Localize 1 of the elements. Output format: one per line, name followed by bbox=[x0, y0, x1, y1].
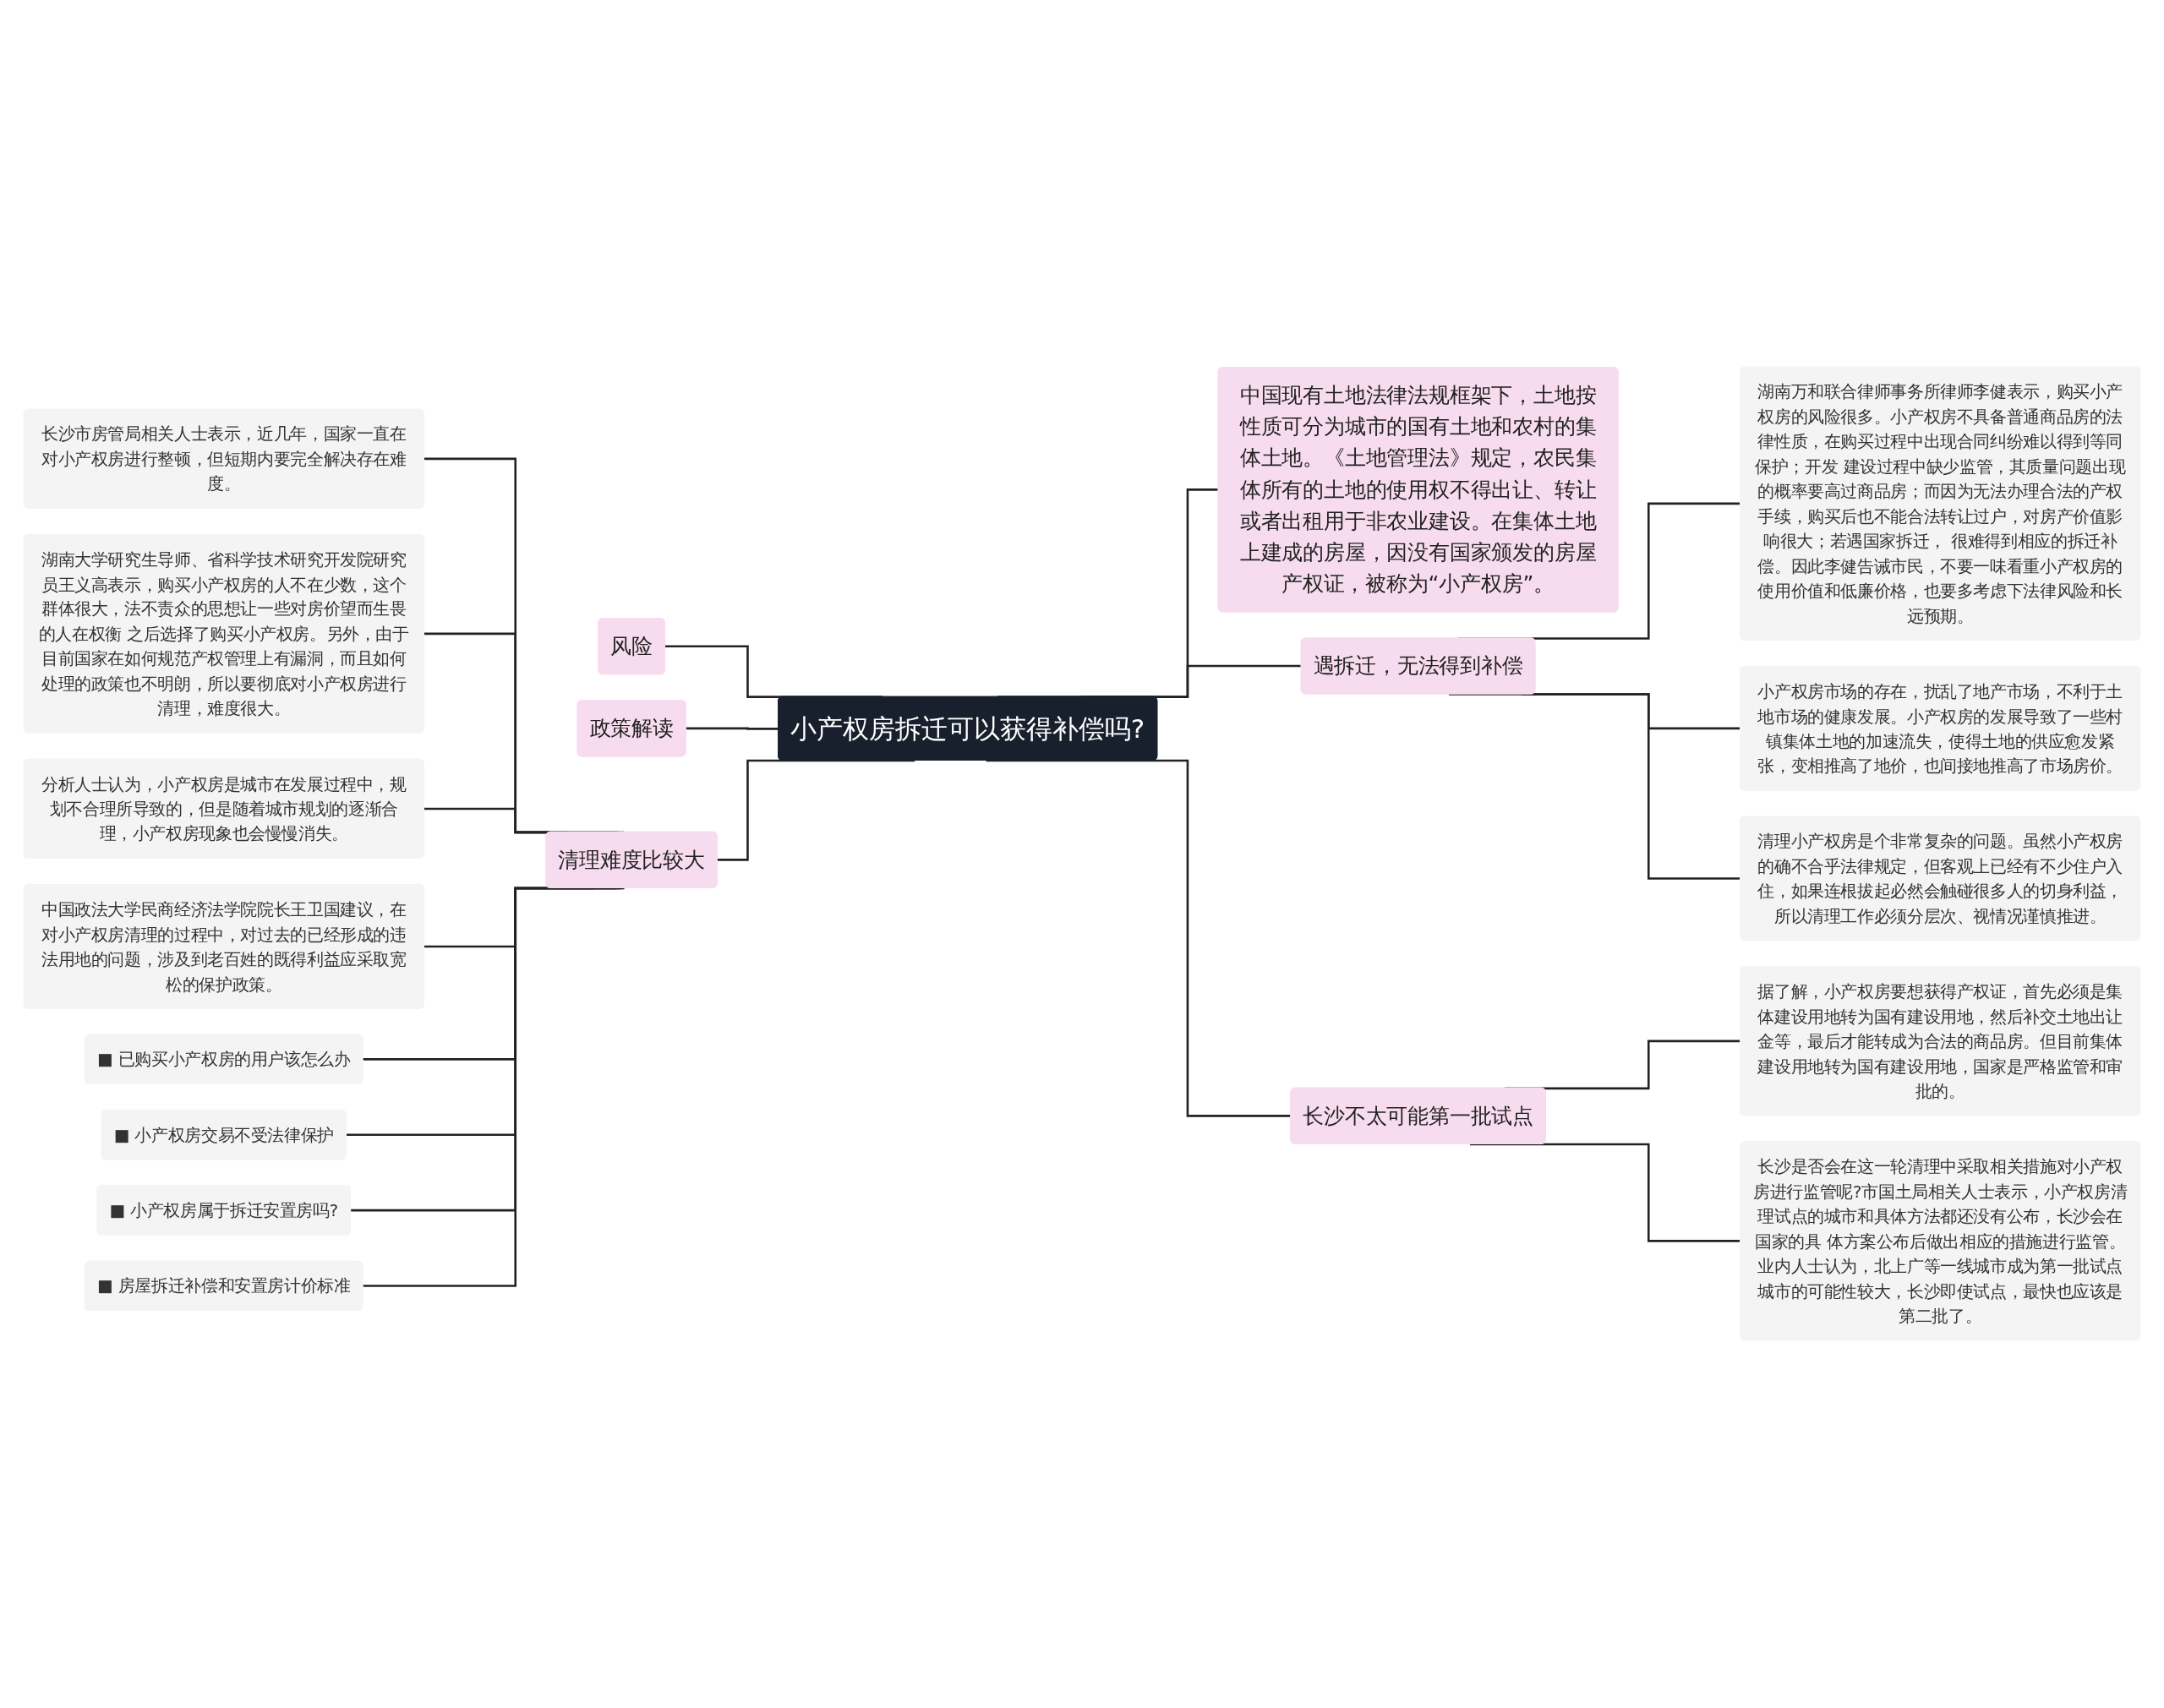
mind-map-diagram: 小产权房拆迁可以获得补偿吗? 风险 政策解读 清理难度比较大 长沙市房管局相关人士表示，近几年，国家一直在对小产权房进行整顿，但短期内要完全解决存在难度。 湖南大学研究生导师、省科学技术研究开发院研究员王义高表示，购买小产权房的人不在少数，这个群体很大，法不责众的思想让一些对房价望而生畏的人在权衡 之后选择了购买小产权房。另外，由于目前国家在如何规范产权管理上有漏洞，而且如何处理的政策也不明朗，所以要彻底对小产权房进行清理，难度很大。 分析人士认为，小产权房是城市在发展过程中，规划不合理所导致的，但是随着城市规划的逐渐合理，小产权房现象也会慢慢消失。 中国政法大学民商经济法学院院长王卫国建议，在对小产权房清理的过程中，对过去的已经形成的违法用地的问题，涉及到老百姓的既得利益应采取宽松的保护政策。 ■ 已购买小产权房的用户该怎么办 ■ 小产权房交易不受法律保护 ■ 小产权房属于拆迁安置房吗? ■ 房屋拆迁补偿和安置房计价标准 中国现有土地法律法规框架下，土地按性质可分为城市的国有土地和农村的集体土地。《土地管理法》规定，农民集体所有的土地的使用权不得出让、转让或者出租用于非农业建设。在集体土地上建成的房屋，因没有国家颁发的房屋产权证，被称为“小产权房”。 遇拆迁，无法得到补偿 湖南万和联合律师事务所律师李健表示，购买小产权房的风险很多。小产权房不具备普通商品房的法律性质，在购买过程中出现合同纠纷难以得到等同保护；开发 建设过程中缺少监管，其质量问题出现的概率要高过商品房；而因为无法办理合法的产权手续，购买后也不能合法转让过户，对房产价值影响很大；若遇国家拆迁， 很难得到相应的拆迁补偿。因此李健告诫市民，不要一味看重小产权房的使用价值和低廉价格，也要多考虑下法律风险和长远预期。 小产权房市场的存在，扰乱了地产市场，不利于土地市场的健康发展。小产权房的发展导致了一些村镇集体土地的加速流失，使得土地的供应愈发紧张，变相推高了地价，也间接地推高了市场房价。 清理小产权房是个非常复杂的问题。虽然小产权房的确不合乎法律规定，但客观上已经有不少住户入住，如果连根拔起必然会触碰很多人的切身利益，所以清理工作必须分层次、视情况谨慎推进。 长沙不太可能第一批试点 据了解，小产权房要想获得产权证，首先必须是集体建设用地转为国有建设用地，然后补交土地出让金等，最后才能转成为合法的商品房。但目前集体建设用地转为国有建设用地，国家是严格监管和审批的。 长沙是否会在这一轮清理中采取相关措施对小产权房进行监管呢?市国土局相关人士表示，小产权房清理试点的城市和具体方法都还没有公布，长沙会在国家的具 体方案公布后做出相应的措施进行监管。业内人士认为，北上广等一线城市成为第一批试点城市的可能性较大，长沙即使试点，最快也应该是第二批了。 bbox=[17, 360, 2147, 1348]
